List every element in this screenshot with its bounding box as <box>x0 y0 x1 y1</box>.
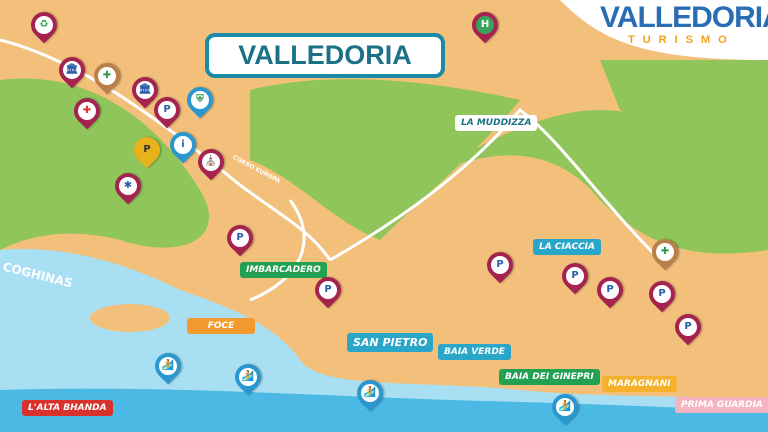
first-aid-icon: ✚ <box>656 243 674 261</box>
medical-icon: ✱ <box>119 177 137 195</box>
recycle-icon: ♻ <box>35 16 53 34</box>
green-area <box>250 79 520 240</box>
info-icon: i <box>174 136 192 154</box>
museum-icon: 🏛 <box>136 81 154 99</box>
logo-subtitle: TURISMO <box>628 34 735 46</box>
parking-icon: P <box>491 256 509 274</box>
place-baia-verde[interactable]: BAIA VERDE <box>438 344 511 360</box>
green-area <box>420 110 768 254</box>
parking-icon: P <box>138 141 156 159</box>
helipad-icon: H <box>476 16 494 34</box>
logo-text: VALLEDORIA <box>600 1 768 34</box>
place-maragnani[interactable]: MARAGNANI <box>602 376 677 392</box>
place-la-muddizza[interactable]: LA MUDDIZZA <box>455 115 538 131</box>
surf-icon: 🏄 <box>239 368 257 386</box>
parking-icon: P <box>158 101 176 119</box>
parking-icon: P <box>653 285 671 303</box>
surf-icon: 🏄 <box>556 398 574 416</box>
parking-icon: P <box>601 281 619 299</box>
place-foce[interactable]: FOCE <box>187 318 255 334</box>
parking-icon: P <box>231 229 249 247</box>
parking-icon: P <box>566 267 584 285</box>
place-alta-bhanda[interactable]: L'ALTA BHANDA <box>22 400 113 416</box>
valledoria-turismo-logo: VALLEDORIA TURISMO <box>600 1 768 47</box>
first-aid-icon: ✚ <box>98 67 116 85</box>
green-area <box>0 78 209 251</box>
crest-icon: ⛨ <box>191 91 209 109</box>
place-imbarcadero[interactable]: IMBARCADERO <box>240 262 327 278</box>
surf-icon: 🏄 <box>361 384 379 402</box>
place-baia-dei-ginepri[interactable]: BAIA DEI GINEPRI <box>499 369 600 385</box>
parking-icon: P <box>679 318 697 336</box>
surf-icon: 🏄 <box>159 357 177 375</box>
sea-deep <box>0 388 768 432</box>
parking-icon: P <box>319 281 337 299</box>
church-icon: ⛪ <box>202 153 220 171</box>
place-san-pietro[interactable]: SAN PIETRO <box>347 333 434 352</box>
place-prima-guardia[interactable]: PRIMA GUARDIA <box>675 397 768 413</box>
museum-icon: 🏛 <box>63 61 81 79</box>
place-la-ciaccia[interactable]: LA CIACCIA <box>533 239 601 255</box>
sea-shallow <box>0 249 768 432</box>
hospital-icon: ✚ <box>78 102 96 120</box>
page-title: VALLEDORIA <box>205 33 445 78</box>
